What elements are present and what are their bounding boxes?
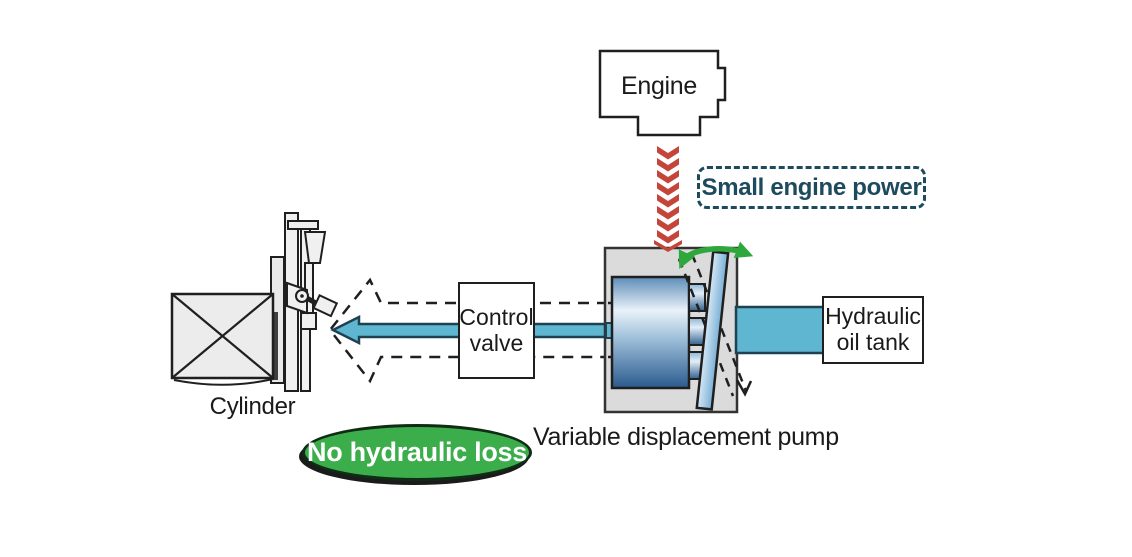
- swash-tilt-arrowhead-icon: [735, 379, 753, 397]
- pump-cylinder-block: [610, 275, 691, 390]
- variable-displacement-pump-label: Variable displacement pump: [533, 423, 839, 451]
- carriage-shadow: [272, 312, 278, 380]
- hydraulic-oil-tank-box: Hydraulic oil tank: [822, 296, 924, 364]
- load-box-bottom-edge: [173, 378, 274, 386]
- lift-cylinder-cup: [303, 231, 327, 264]
- forklift-cylinder-assembly: [170, 212, 339, 392]
- load-box-cross: [171, 293, 274, 379]
- engine-label: Engine: [620, 72, 698, 100]
- control-valve-box: Control valve: [458, 282, 535, 379]
- rotation-arc-arrow-icon: [678, 241, 754, 269]
- tank-flow-band: [734, 305, 826, 355]
- engine-block-shape: [598, 49, 727, 137]
- no-hydraulic-loss-badge: No hydraulic loss: [302, 424, 532, 481]
- mast-top-bar: [287, 220, 319, 230]
- rod-block: [300, 312, 317, 330]
- engine-power-chevron-arrow-icon: [654, 146, 682, 252]
- cylinder-label: Cylinder: [209, 393, 296, 420]
- small-engine-power-badge: Small engine power: [697, 166, 926, 209]
- previous-flow-dashed-outline-icon: [328, 277, 608, 384]
- lever-pivot-dot: [300, 294, 304, 298]
- lever-handle: [312, 294, 339, 318]
